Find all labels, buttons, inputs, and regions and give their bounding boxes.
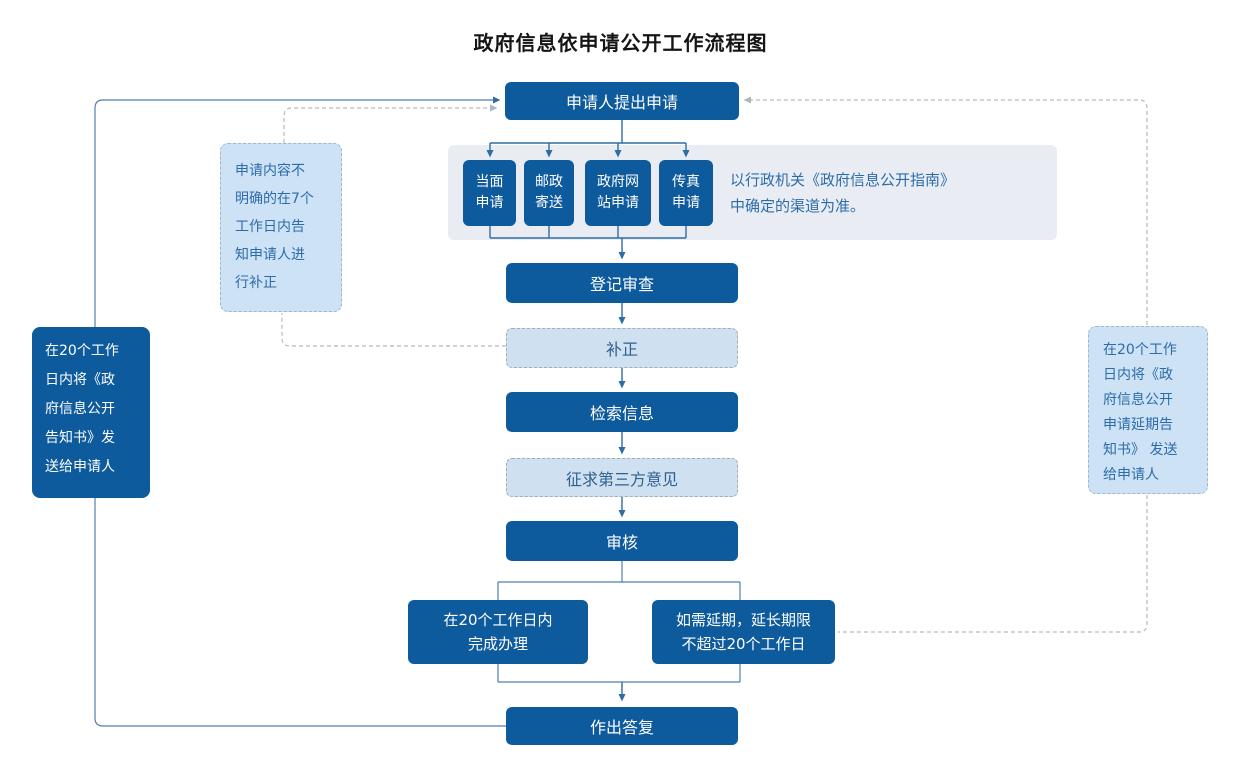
note-supplement-within-7-days: 申请内容不 明确的在7个 工作日内告 知申请人进 行补正: [220, 143, 342, 312]
node-channel-fax: 传真 申请: [659, 160, 713, 226]
node-review: 审核: [506, 521, 738, 561]
node-channel-website: 政府网 站申请: [585, 160, 651, 226]
node-complete-within-20-days: 在20个工作日内 完成办理: [408, 600, 588, 664]
node-extension: 如需延期，延长期限 不超过20个工作日: [652, 600, 835, 664]
connector-apply-split: [490, 120, 686, 144]
connector-rightnote-apply: [743, 96, 1148, 325]
page-title: 政府信息依申请公开工作流程图: [473, 31, 768, 55]
node-apply: 申请人提出申请: [505, 82, 739, 120]
connector-extend-rightnote: [838, 495, 1148, 633]
node-disclosure-notice: 在20个工作 日内将《政 府信息公开 告知书》发 送给申请人: [32, 327, 150, 498]
node-channel-inperson: 当面 申请: [463, 160, 516, 226]
note-extension-notice: 在20个工作 日内将《政 府信息公开 申请延期告 知书》 发送 给申请人: [1088, 326, 1208, 494]
node-search-info: 检索信息: [506, 392, 738, 432]
node-register: 登记审查: [506, 263, 738, 303]
connector-channel-merge: [489, 226, 687, 239]
connector-leftnote-apply: [283, 104, 498, 143]
connector-correction-leftnote: [281, 313, 506, 347]
channel-note-text: 以行政机关《政府信息公开指南》 中确定的渠道为准。: [730, 171, 956, 215]
node-channel-mail: 邮政 寄送: [524, 160, 574, 226]
node-correction: 补正: [506, 328, 738, 368]
node-reply: 作出答复: [506, 707, 738, 745]
node-third-party: 征求第三方意见: [506, 458, 738, 497]
